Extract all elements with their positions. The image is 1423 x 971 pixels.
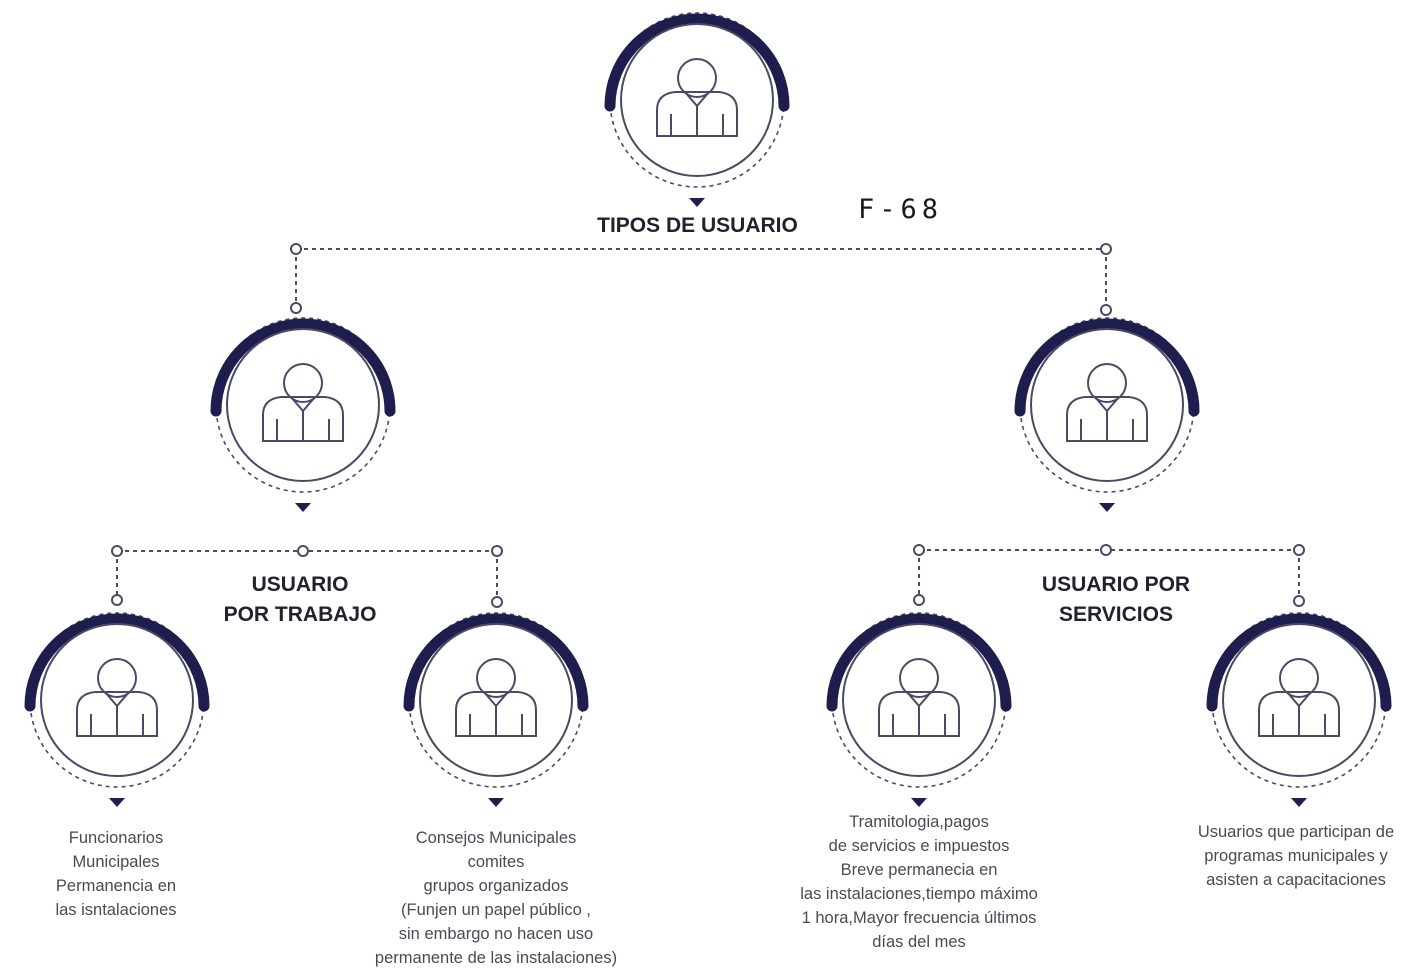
connector-dot [913, 594, 925, 606]
description-line: Permanencia en [55, 877, 177, 895]
inner-ring [1030, 328, 1184, 482]
description-line: (Funjen un papel público , [401, 901, 591, 919]
connector-dot [491, 596, 503, 608]
inner-ring [620, 23, 774, 177]
branch-node-services [1014, 317, 1200, 512]
connector-dot [111, 545, 123, 557]
pointer-triangle-icon [911, 798, 927, 807]
description-line: asisten a capacitaciones [1206, 871, 1386, 889]
accent-arc [210, 318, 396, 417]
description-funcionarios: Funcionarios Municipales Permanencia en … [0, 826, 232, 922]
connector-dot [1100, 243, 1112, 255]
root-node [604, 12, 790, 207]
description-line: 1 hora,Mayor frecuencia últimos [801, 909, 1037, 927]
description-line: programas municipales y [1204, 847, 1388, 865]
accent-arc [1014, 318, 1200, 417]
connector-dot [111, 594, 123, 606]
leaf-node-consejos [403, 612, 589, 807]
description-line: grupos organizados [423, 877, 569, 895]
description-line: las isntalaciones [55, 901, 177, 919]
inner-ring [226, 328, 380, 482]
accent-arc [1206, 613, 1392, 712]
description-line: las instalaciones,tiempo máximo [800, 885, 1038, 903]
branch-label-line: USUARIO [251, 573, 349, 596]
pointer-triangle-icon [1099, 503, 1115, 512]
connector-dot [913, 544, 925, 556]
pointer-triangle-icon [1291, 798, 1307, 807]
pointer-triangle-icon [109, 798, 125, 807]
connector-dot [290, 243, 302, 255]
branch-label-line: USUARIO POR [1041, 573, 1191, 596]
accent-arc [403, 613, 589, 712]
connector-dot [1293, 544, 1305, 556]
accent-arc [24, 613, 210, 712]
pointer-triangle-icon [689, 198, 705, 207]
branch-label-work: USUARIO POR TRABAJO [180, 570, 420, 630]
description-line: Usuarios que participan de [1197, 823, 1395, 841]
accent-arc [604, 13, 790, 112]
root-label: TIPOS DE USUARIO [597, 214, 798, 237]
document-code: F-68 [858, 194, 944, 225]
inner-ring [1222, 623, 1376, 777]
inner-ring [419, 623, 573, 777]
description-line: permanente de las instalaciones) [374, 949, 618, 967]
connector-dot [290, 302, 302, 314]
description-line: Funcionarios [68, 829, 164, 847]
pointer-triangle-icon [295, 503, 311, 512]
description-line: comites [467, 853, 525, 871]
description-line: Tramitologia,pagos [849, 813, 989, 831]
branch-node-work [210, 317, 396, 512]
connector-dot [297, 545, 309, 557]
inner-ring [842, 623, 996, 777]
connector-dot [1293, 595, 1305, 607]
connector-dot [491, 545, 503, 557]
leaf-node-tramitologia [826, 612, 1012, 807]
branch-label-line: SERVICIOS [1059, 603, 1173, 626]
connector-lines [116, 248, 1300, 602]
inner-ring [40, 623, 194, 777]
pointer-triangle-icon [488, 798, 504, 807]
description-line: Municipales [72, 853, 160, 871]
description-usuarios-programas: Usuarios que participan de programas mun… [1170, 820, 1422, 892]
description-tramitologia: Tramitologia,pagos de servicios e impues… [764, 810, 1074, 954]
leaf-node-funcionarios [24, 612, 210, 807]
description-line: Consejos Municipales [415, 829, 577, 847]
branch-label-line: POR TRABAJO [223, 603, 377, 626]
connector-dot [1100, 544, 1112, 556]
leaf-node-usuarios-programas [1206, 612, 1392, 807]
branch-label-services: USUARIO POR SERVICIOS [996, 570, 1236, 630]
description-line: sin embargo no hacen uso [398, 925, 594, 943]
description-consejos: Consejos Municipales comites grupos orga… [336, 826, 656, 970]
description-line: de servicios e impuestos [828, 837, 1010, 855]
connector-dot [1100, 304, 1112, 316]
description-line: días del mes [872, 933, 966, 951]
accent-arc [826, 613, 1012, 712]
description-line: Breve permanecia en [840, 861, 998, 879]
